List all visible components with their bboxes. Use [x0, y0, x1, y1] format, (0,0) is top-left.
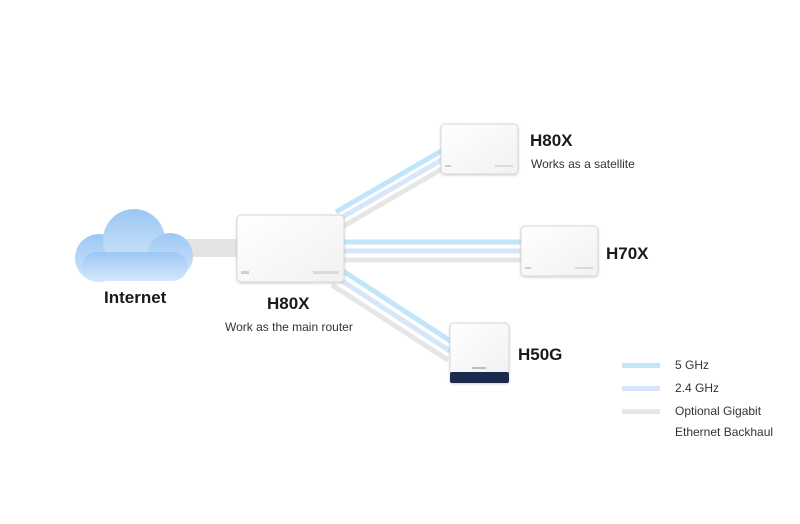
internet-ethernet-link [178, 239, 240, 257]
legend-swatch-ethernet [622, 409, 660, 414]
satellite-mid-device [520, 225, 599, 277]
link-to-mid-satellite [344, 239, 523, 263]
link-24ghz [337, 155, 447, 222]
link-ethernet [340, 163, 449, 230]
satellite-top-device [440, 123, 519, 175]
main-router-model: H80X [267, 294, 310, 313]
main-router-device [236, 214, 345, 283]
legend-label-24ghz: 2.4 GHz [675, 381, 720, 395]
legend-swatch-24ghz [622, 386, 660, 391]
link-ethernet [330, 282, 450, 363]
satellite-mid-model: H70X [606, 244, 649, 263]
satellite-top-role: Works as a satellite [531, 157, 635, 171]
satellite-bottom-model: H50G [518, 345, 563, 364]
link-5ghz [338, 266, 454, 345]
legend-label-5ghz: 5 GHz [675, 358, 710, 372]
main-router-role: Work as the main router [225, 320, 353, 334]
internet-cloud-icon [75, 209, 193, 282]
link-5ghz [334, 147, 445, 215]
internet-label: Internet [104, 288, 167, 307]
legend-label-ethernet-line2: Ethernet Backhaul [675, 425, 774, 439]
legend-swatch-5ghz [622, 363, 660, 368]
satellite-bottom-device [449, 322, 510, 383]
legend-label-ethernet-line1: Optional Gigabit [675, 404, 762, 418]
satellite-top-model: H80X [530, 131, 573, 150]
link-to-top-satellite [334, 147, 449, 230]
link-24ghz [334, 274, 452, 354]
link-to-bottom-satellite [330, 266, 454, 363]
